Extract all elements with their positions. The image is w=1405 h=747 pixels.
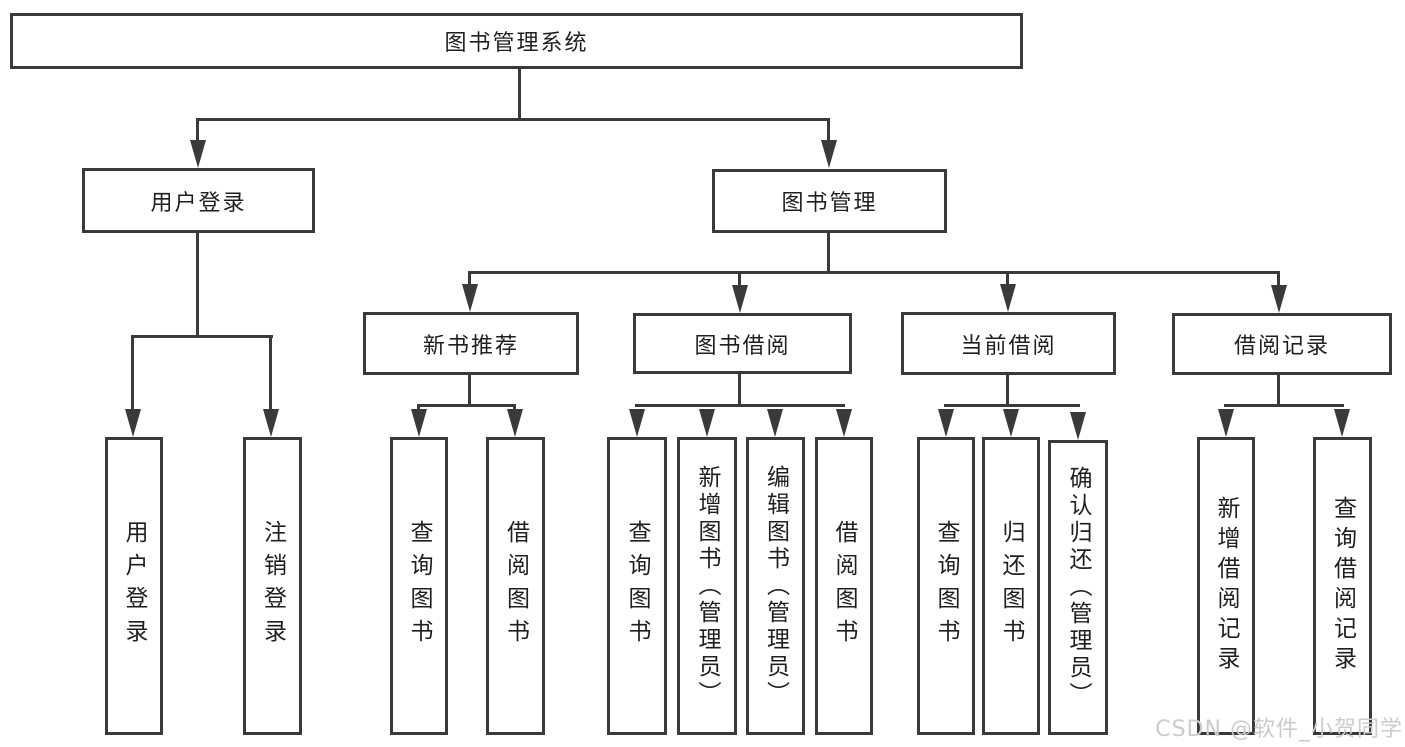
connector-line [1006,271,1009,289]
connector-line [197,118,830,121]
connector-line [738,373,741,407]
arrowhead-down-icon [699,409,715,437]
connector-line [131,335,134,415]
arrowhead-down-icon [836,409,852,437]
leaf-return-books: 归还图书 [982,437,1040,735]
arrowhead-down-icon [1271,285,1287,313]
connector-line [131,335,273,338]
connector-line [468,271,471,289]
arrowhead-down-icon [767,409,783,437]
arrowhead-down-icon [507,409,523,437]
leaf-confirm-return-admin: 确认归还（管理员） [1048,440,1108,735]
connector-line [1277,374,1280,407]
node-book-management: 图书管理 [712,169,947,233]
leaf-borrow-books: 借阅图书 [815,437,873,735]
arrowhead-down-icon [1334,409,1350,437]
arrowhead-down-icon [821,140,837,168]
connector-line [944,404,1080,407]
arrowhead-down-icon [1218,409,1234,437]
leaf-query-books-borrow: 查询图书 [607,437,667,735]
connector-line [1224,404,1344,407]
leaf-add-borrow-record: 新增借阅记录 [1197,437,1255,735]
arrowhead-down-icon [125,409,141,437]
connector-line [635,404,845,407]
connector-line [827,232,830,274]
connector-line [518,69,521,121]
leaf-logout: 注销登录 [243,437,302,735]
leaf-add-books-admin: 新增图书（管理员） [677,437,737,735]
arrowhead-down-icon [263,409,279,437]
connector-line [196,233,199,338]
node-root-library-system: 图书管理系统 [10,13,1023,69]
connector-line [196,118,199,146]
arrowhead-down-icon [1000,284,1016,312]
arrowhead-down-icon [732,285,748,313]
connector-line [738,271,741,289]
connector-line [469,271,1280,274]
arrowhead-down-icon [1070,412,1086,440]
arrowhead-down-icon [462,284,478,312]
arrowhead-down-icon [411,409,427,437]
node-user-login: 用户登录 [82,168,315,233]
node-new-book-recommend: 新书推荐 [363,312,579,375]
connector-line [468,374,471,407]
node-current-borrow: 当前借阅 [901,312,1116,375]
leaf-query-books-current: 查询图书 [917,437,975,735]
node-book-borrow: 图书借阅 [633,313,852,374]
leaf-borrow-books-recommend: 借阅图书 [486,437,545,735]
leaf-query-books-recommend: 查询图书 [390,437,448,735]
connector-line [269,335,272,415]
leaf-query-borrow-record: 查询借阅记录 [1313,437,1372,735]
watermark: CSDN @软件_小贺同学 [1155,717,1403,742]
connector-line [417,404,516,407]
arrowhead-down-icon [1003,409,1019,437]
arrowhead-down-icon [190,140,206,168]
leaf-edit-books-admin: 编辑图书（管理员） [746,437,805,735]
node-borrow-records: 借阅记录 [1172,313,1392,375]
arrowhead-down-icon [629,409,645,437]
leaf-user-login: 用户登录 [105,437,163,735]
connector-line [1277,271,1280,289]
connector-line [1006,374,1009,407]
arrowhead-down-icon [938,409,954,437]
connector-line [827,118,830,146]
